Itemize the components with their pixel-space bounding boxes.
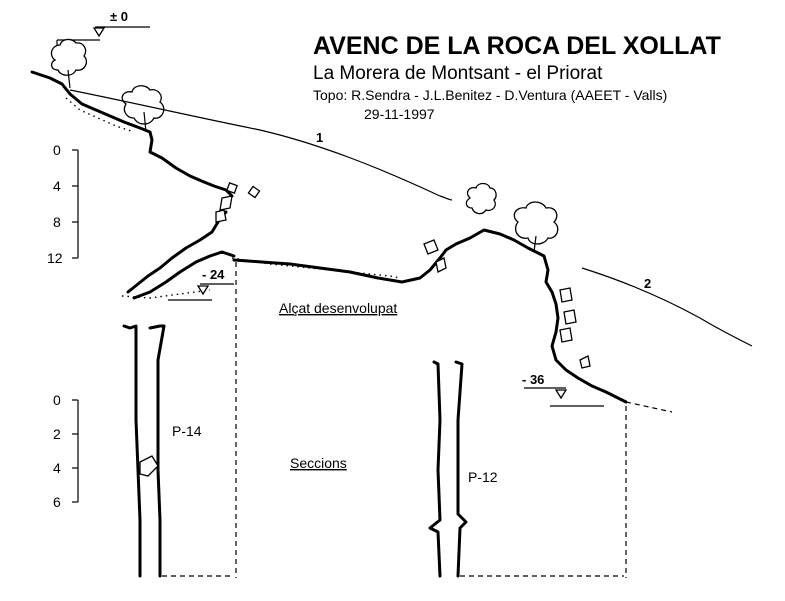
elevation-marker-bottom: - 36 <box>522 372 604 407</box>
pit-14-label: P-14 <box>172 423 202 439</box>
boulder <box>559 327 573 343</box>
scale-label: 12 <box>47 250 63 266</box>
elevation-marker-mid: - 24 <box>168 267 234 301</box>
scale-label: 0 <box>53 392 61 408</box>
profile-scale-bar: 0 4 8 12 <box>47 142 79 266</box>
scale-label: 4 <box>53 178 61 194</box>
profile-marker-1: 1 <box>316 130 323 145</box>
scale-label: 2 <box>53 426 61 442</box>
tree-icon <box>513 201 559 253</box>
section-pit-14: P-14 <box>122 324 234 578</box>
gallery-ceiling <box>232 256 442 284</box>
boulder <box>579 355 591 369</box>
elevation-top-label: ± 0 <box>110 9 128 24</box>
tree-icon <box>465 182 497 215</box>
survey-credits: Topo: R.Sendra - J.L.Benitez - D.Ventura… <box>313 87 667 103</box>
scale-label: 0 <box>53 142 61 158</box>
cave-wall-mid <box>438 228 628 404</box>
survey-title: AVENC DE LA ROCA DEL XOLLAT <box>313 32 721 60</box>
cave-floor-left <box>132 250 236 300</box>
boulder <box>563 309 577 325</box>
ridge-line-1 <box>69 89 453 201</box>
boulder <box>215 209 227 223</box>
ridge-line-2 <box>581 267 753 347</box>
ground-surface <box>30 70 234 198</box>
boulder <box>559 287 573 303</box>
scale-label: 6 <box>53 494 61 510</box>
continuation-dash <box>625 401 673 413</box>
cave-wall-left <box>126 210 228 294</box>
profile-section-label: Alçat desenvolupat <box>279 300 397 316</box>
pit-12-label: P-12 <box>468 469 498 485</box>
elevation-mid-label: - 24 <box>202 267 225 282</box>
ground-scree <box>65 97 135 133</box>
sections-label: Seccions <box>290 455 347 471</box>
boulder <box>423 239 439 255</box>
section-pit-12: P-12 <box>428 360 624 578</box>
scale-label: 8 <box>53 214 61 230</box>
survey-date: 29-11-1997 <box>364 106 435 122</box>
tree-icon <box>50 38 88 89</box>
boulder <box>219 195 233 211</box>
boulder <box>226 182 238 194</box>
boulder <box>247 185 261 199</box>
profile-marker-2: 2 <box>644 276 651 291</box>
section-scale-bar: 0 2 4 6 <box>53 392 79 510</box>
boulder <box>435 257 447 273</box>
elevation-bottom-label: - 36 <box>522 372 544 387</box>
scale-label: 4 <box>53 460 61 476</box>
gallery-floor-dots <box>231 257 401 279</box>
survey-location: La Morera de Montsant - el Priorat <box>313 63 603 84</box>
